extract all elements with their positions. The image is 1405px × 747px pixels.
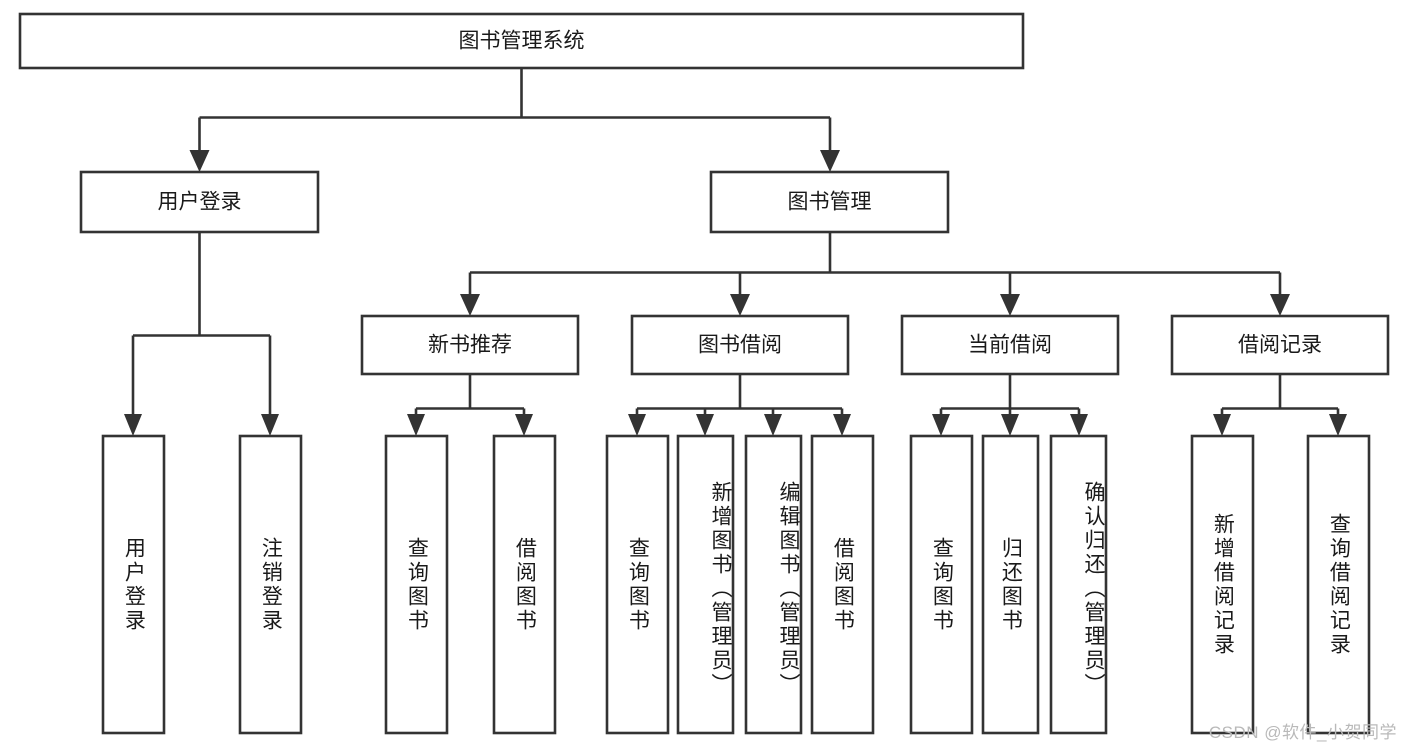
- arrowhead-to-new-book-recommend: [460, 294, 480, 316]
- leaf-box-borrow-book-1[interactable]: [492, 434, 557, 735]
- leaf-box-add-record[interactable]: [1190, 434, 1255, 735]
- node-root-label: 图书管理系统: [459, 30, 585, 53]
- leaf-box-add-book[interactable]: [676, 434, 735, 735]
- node-root-box[interactable]: [18, 12, 1025, 70]
- arrowhead-to-leaf-return-book: [1001, 414, 1019, 436]
- node-book-management-box[interactable]: [709, 170, 950, 234]
- arrowhead-to-leaf-add-book: [696, 414, 714, 436]
- node-user-login-box[interactable]: [79, 170, 320, 234]
- connectors-root-to-level2: [189, 68, 840, 172]
- arrowhead-to-leaf-add-record: [1213, 414, 1231, 436]
- arrowhead-to-user-login: [189, 150, 210, 172]
- leaf-box-query-book-1[interactable]: [384, 434, 449, 735]
- node-user-login-label: 用户登录: [158, 191, 242, 214]
- arrowhead-to-leaf-borrow-book-2: [833, 414, 851, 436]
- node-book-borrow-box[interactable]: [630, 314, 850, 376]
- arrowhead-to-book-management: [820, 150, 840, 172]
- arrowhead-to-leaf-user-login: [124, 414, 142, 436]
- arrowhead-to-leaf-confirm-return: [1070, 414, 1088, 436]
- leaf-box-query-record[interactable]: [1306, 434, 1371, 735]
- connectors-book-management-to-level3: [460, 232, 1290, 316]
- arrowhead-to-leaf-edit-book: [764, 414, 782, 436]
- leaf-box-confirm-return[interactable]: [1049, 434, 1108, 735]
- arrowhead-to-leaf-logout: [261, 414, 279, 436]
- connectors-new-book-recommend-to-leaves: [407, 374, 533, 436]
- arrowhead-to-borrow-record: [1270, 294, 1290, 316]
- arrowhead-to-leaf-query-record: [1329, 414, 1347, 436]
- arrowhead-to-leaf-query-book-3: [932, 414, 950, 436]
- node-book-management-label: 图书管理: [788, 191, 872, 214]
- node-borrow-record-label: 借阅记录: [1238, 334, 1322, 357]
- node-new-book-recommend-label: 新书推荐: [428, 334, 512, 357]
- leaf-box-user-login[interactable]: [101, 434, 166, 735]
- arrowhead-to-leaf-borrow-book-1: [515, 414, 533, 436]
- leaf-box-borrow-book-2[interactable]: [810, 434, 875, 735]
- connectors-current-borrow-to-leaves: [932, 374, 1088, 436]
- node-book-borrow-label: 图书借阅: [698, 334, 782, 357]
- arrowhead-to-book-borrow: [730, 294, 750, 316]
- leaf-box-query-book-2[interactable]: [605, 434, 670, 735]
- arrowhead-to-current-borrow: [1000, 294, 1020, 316]
- leaf-box-logout-login[interactable]: [238, 434, 303, 735]
- csdn-watermark: CSDN @软件_小贺同学: [1208, 723, 1397, 742]
- connectors-book-borrow-to-leaves: [628, 374, 851, 436]
- leaf-box-return-book[interactable]: [981, 434, 1040, 735]
- leaf-box-query-book-3[interactable]: [909, 434, 974, 735]
- connectors-user-login-to-leaves: [124, 232, 279, 436]
- arrowhead-to-leaf-query-book-1: [407, 414, 425, 436]
- leaf-box-edit-book[interactable]: [744, 434, 803, 735]
- arrowhead-to-leaf-query-book-2: [628, 414, 646, 436]
- node-current-borrow-label: 当前借阅: [968, 334, 1052, 357]
- node-borrow-record-box[interactable]: [1170, 314, 1390, 376]
- node-new-book-recommend-box[interactable]: [360, 314, 580, 376]
- node-current-borrow-box[interactable]: [900, 314, 1120, 376]
- connectors-borrow-record-to-leaves: [1213, 374, 1347, 436]
